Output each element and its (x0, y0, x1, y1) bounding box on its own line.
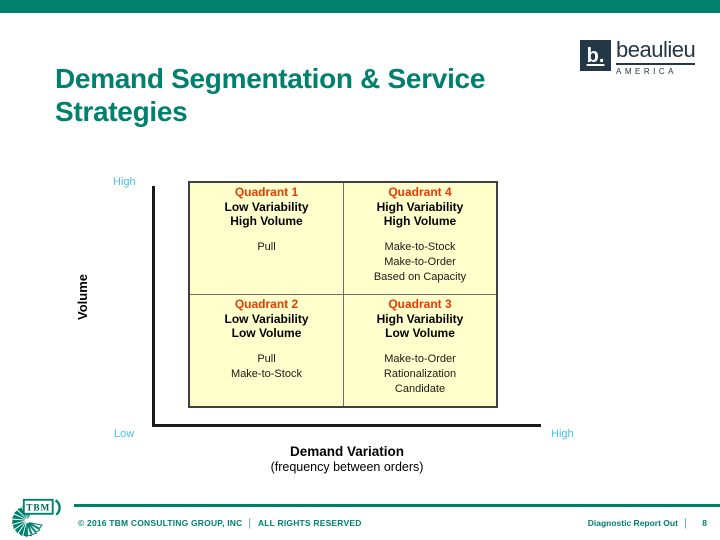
y-axis-low-label: Low (114, 428, 135, 440)
quadrant-4-title: Quadrant 4 (388, 185, 452, 199)
rights-text: ALL RIGHTS RESERVED (257, 518, 362, 528)
strategy-line: Make-to-Stock (231, 367, 302, 380)
x-axis-title-block: Demand Variation (frequency between orde… (152, 444, 542, 474)
copyright-text: © 2016 TBM CONSULTING GROUP, INC (78, 518, 243, 528)
quadrant-4-volume: High Volume (383, 214, 457, 229)
quadrant-2-variability: Low Variability (224, 311, 309, 326)
strategy-line: Based on Capacity (373, 270, 467, 283)
report-label: Diagnostic Report Out (587, 518, 678, 528)
x-axis-line (152, 424, 541, 427)
quadrant-2-strategies: Pull Make-to-Stock (190, 352, 343, 382)
strategy-line: Make-to-Order (384, 352, 456, 365)
quadrant-2: Quadrant 2 Low Variability Low Volume Pu… (190, 294, 343, 406)
quadrant-1-title: Quadrant 1 (234, 185, 299, 199)
quadrant-3-volume: Low Volume (385, 326, 455, 341)
tbm-crescent-icon (54, 499, 61, 516)
quadrant-4-variability: High Variability (376, 199, 464, 214)
footer-report-info: Diagnostic Report Out │ 8 (588, 518, 707, 528)
quadrant-3-title: Quadrant 3 (388, 297, 452, 311)
x-axis-subtitle: (frequency between orders) (270, 460, 424, 474)
quadrant-1-volume: High Volume (230, 214, 303, 229)
quadrant-matrix: Quadrant 1 Low Variability High Volume P… (188, 181, 498, 408)
x-axis-high-label: High (551, 428, 574, 440)
quadrant-1: Quadrant 1 Low Variability High Volume P… (190, 183, 343, 294)
quadrant-4-strategies: Make-to-Stock Make-to-Order Based on Cap… (344, 240, 496, 285)
beaulieu-name: beaulieu (616, 39, 696, 65)
footer-copyright: © 2016 TBM CONSULTING GROUP, INC │ ALL R… (78, 518, 362, 528)
beaulieu-mark-letter: b. (586, 44, 605, 67)
beaulieu-logo: b. beaulieu AMERICA (580, 39, 696, 76)
strategy-line: Make-to-Order (384, 255, 456, 268)
y-axis-title: Volume (75, 274, 90, 320)
quadrant-1-strategies: Pull (190, 240, 343, 255)
quadrant-1-variability: Low Variability (224, 199, 309, 214)
top-accent-bar (0, 0, 720, 13)
beaulieu-mark-icon: b. (580, 40, 611, 71)
page-number: 8 (702, 518, 707, 528)
strategy-line: Pull (257, 240, 276, 253)
strategy-line: Make-to-Stock (384, 240, 456, 253)
footer-separator: │ (682, 518, 689, 528)
quadrant-3-strategies: Make-to-Order Rationalization Candidate (344, 352, 496, 397)
strategy-line: Rationalization (383, 367, 457, 380)
footer-separator: │ (247, 518, 253, 528)
tbm-badge-label: TBM (26, 504, 50, 514)
quadrant-4: Quadrant 4 High Variability High Volume … (343, 183, 496, 294)
x-axis-title: Demand Variation (289, 444, 405, 459)
tbm-badge-box (22, 498, 54, 515)
strategy-line: Candidate (394, 382, 446, 395)
tbm-logo-icon: TBM (11, 498, 61, 538)
strategy-line: Pull (257, 352, 276, 365)
beaulieu-wordmark: beaulieu AMERICA (616, 39, 696, 76)
quadrant-2-title: Quadrant 2 (234, 297, 299, 311)
slide-title: Demand Segmentation & Service Strategies (55, 63, 486, 127)
quadrant-3-variability: High Variability (376, 311, 464, 326)
footer-rule (74, 504, 720, 507)
y-axis-high-label: High (113, 176, 136, 188)
beaulieu-region: AMERICA (616, 66, 677, 76)
pinwheel-outline-blades (23, 521, 43, 538)
quadrant-2-volume: Low Volume (231, 326, 302, 341)
y-axis-line (152, 186, 155, 427)
quadrant-3: Quadrant 3 High Variability Low Volume M… (343, 294, 496, 406)
